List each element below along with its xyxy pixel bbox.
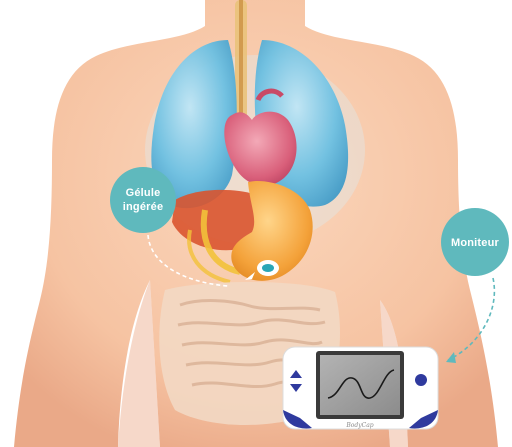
monitor-label: Moniteur [451, 237, 500, 249]
capsule-label-line1: Gélule [126, 187, 161, 199]
monitor-callout: Moniteur [441, 208, 509, 276]
monitor-brand: BodyCap [345, 422, 373, 429]
capsule-callout: Gélule ingérée [110, 167, 176, 233]
esophagus-core [239, 0, 243, 120]
monitor-device: BodyCap [283, 347, 438, 429]
capsule-icon [257, 260, 279, 276]
capsule-label-line2: ingérée [123, 201, 164, 213]
monitor-screen [320, 355, 400, 415]
round-button-icon[interactable] [415, 374, 427, 386]
